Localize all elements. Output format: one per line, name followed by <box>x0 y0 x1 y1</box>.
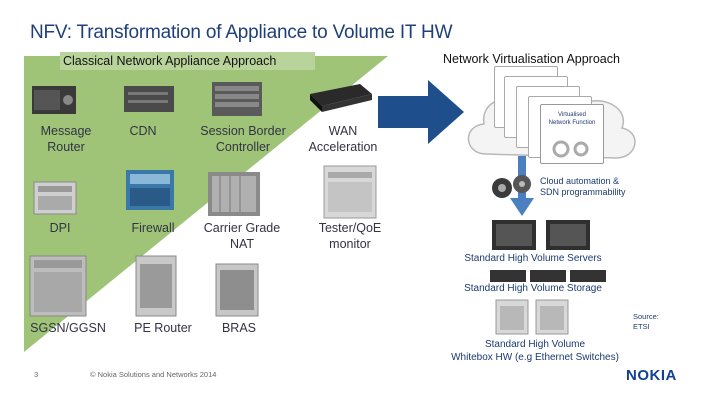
router-appliance-icon <box>32 86 76 114</box>
bras-appliance-icon <box>215 263 259 317</box>
vnf-card-front: Virtualised Network Function <box>540 104 604 164</box>
servers-label: Standard High Volume Servers <box>464 253 602 264</box>
cdn-appliance-icon <box>124 86 174 112</box>
transformation-arrow-icon <box>378 80 464 144</box>
dpi-appliance-icon <box>33 181 77 215</box>
whitebox-label: Standard High Volume Whitebox HW (e.g Et… <box>440 338 630 364</box>
label-cdn: CDN <box>129 124 157 138</box>
cloud-automation-text: Cloud automation & SDN programmability <box>540 176 626 197</box>
nat-appliance-icon <box>208 172 260 216</box>
source-note: Source: ETSI <box>633 312 659 332</box>
sgsn-appliance-icon <box>29 255 87 317</box>
wan-appliance-icon <box>310 84 372 112</box>
source-label: Source: <box>633 312 659 321</box>
server-racks-icon <box>492 220 590 250</box>
nokia-logo: NOKIA <box>626 367 677 384</box>
storage-label: Standard High Volume Storage <box>464 283 602 294</box>
copyright-text: © Nokia Solutions and Networks 2014 <box>90 370 217 379</box>
tester-appliance-icon <box>323 165 377 219</box>
storage-units-icon <box>490 270 606 282</box>
label-bras: BRAS <box>221 321 257 335</box>
virtualisation-approach-header: Network Virtualisation Approach <box>443 52 620 66</box>
gears-icon <box>552 140 589 158</box>
label-firewall: Firewall <box>131 221 175 235</box>
label-dpi: DPI <box>49 221 71 235</box>
label-session-border-controller: Session Border Controller <box>200 124 286 154</box>
page-number: 3 <box>34 370 39 379</box>
slide-title: NFV: Transformation of Appliance to Volu… <box>30 22 453 43</box>
source-value: ETSI <box>633 322 650 331</box>
whitebox-switch-icon <box>495 299 569 335</box>
pe-router-appliance-icon <box>135 255 177 317</box>
sbc-appliance-icon <box>212 82 262 116</box>
classical-approach-header: Classical Network Appliance Approach <box>60 52 315 70</box>
label-carrier-grade-nat: Carrier Grade NAT <box>203 221 281 251</box>
label-tester-qoe-monitor: Tester/QoE monitor <box>318 221 382 251</box>
label-message-router: Message Router <box>40 124 92 154</box>
label-sgsn-ggsn: SGSN/GGSN <box>30 321 106 335</box>
vnf-card-text: Virtualised Network Function <box>548 112 596 126</box>
whitebox-label-line1: Standard High Volume <box>484 339 586 350</box>
automation-gears-icon <box>492 175 531 198</box>
label-pe-router: PE Router <box>134 321 192 335</box>
label-wan-acceleration: WAN Acceleration <box>308 124 378 154</box>
whitebox-label-line2: Whitebox HW (e.g Ethernet Switches) <box>451 352 619 363</box>
firewall-appliance-icon <box>126 170 174 210</box>
